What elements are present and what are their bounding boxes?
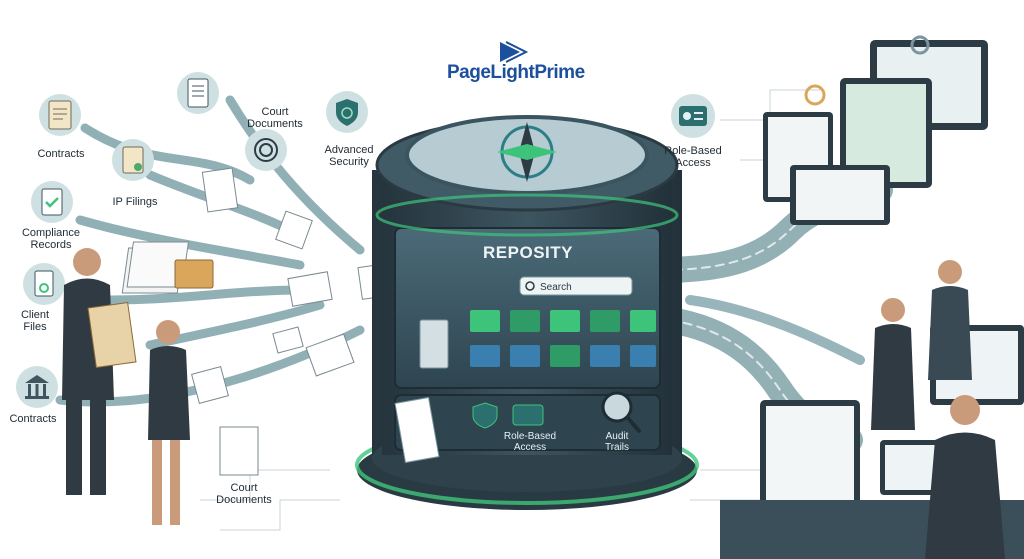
label-advanced-security: Advanced Security [324, 144, 374, 168]
ip-filings-icon [112, 139, 154, 181]
lock-shield-icon [472, 402, 498, 429]
court-documents-icon [177, 72, 219, 114]
compliance-records-icon [31, 181, 73, 223]
label-court-documents-bottom: Court Documents [216, 482, 272, 506]
label-role-based-access-right: Role-Based Access [664, 145, 722, 169]
flow-arrow [105, 285, 305, 305]
flow-arrow [75, 215, 305, 270]
label-court-documents-top: Court Documents [247, 106, 303, 130]
search-input: Search [540, 282, 572, 293]
document-stack [121, 241, 214, 294]
receipt-paper [394, 396, 440, 464]
flow-arrow [225, 95, 365, 255]
label-role-based-access-inner: Role-Based Access [503, 431, 557, 453]
courthouse-icon [16, 366, 58, 408]
folder-grid [419, 310, 656, 369]
id-card-icon [671, 94, 715, 138]
person-man-left [62, 248, 137, 495]
repository-cylinder [355, 115, 699, 510]
magnifier-fingerprint-icon [601, 391, 642, 434]
label-contracts-bottom: Contracts [9, 413, 57, 425]
chart-icon [804, 84, 826, 106]
label-ip-filings: IP Filings [112, 196, 158, 208]
repository-title: REPOSITY [483, 243, 573, 262]
gear-icon [910, 35, 930, 55]
person-woman-left [148, 320, 229, 525]
label-client-files: Client Files [20, 309, 50, 333]
client-files-icon [23, 263, 65, 305]
shield-icon [326, 91, 368, 133]
label-contracts-top: Contracts [37, 148, 85, 160]
label-audit-trails: Audit Trails [604, 431, 630, 453]
label-compliance-records: Compliance Records [21, 227, 81, 251]
compass-icon [497, 122, 557, 182]
search-bar [519, 276, 633, 296]
contracts-icon [39, 94, 81, 136]
fingerprint-icon [245, 129, 287, 171]
brand-logo: PageLightPrime [447, 62, 585, 83]
person-woman-right-2 [928, 260, 972, 380]
inner-id-card-icon [512, 404, 544, 426]
person-man-right [925, 395, 1005, 559]
brand-logo-mark [500, 41, 529, 63]
person-woman-right-1 [871, 298, 915, 430]
